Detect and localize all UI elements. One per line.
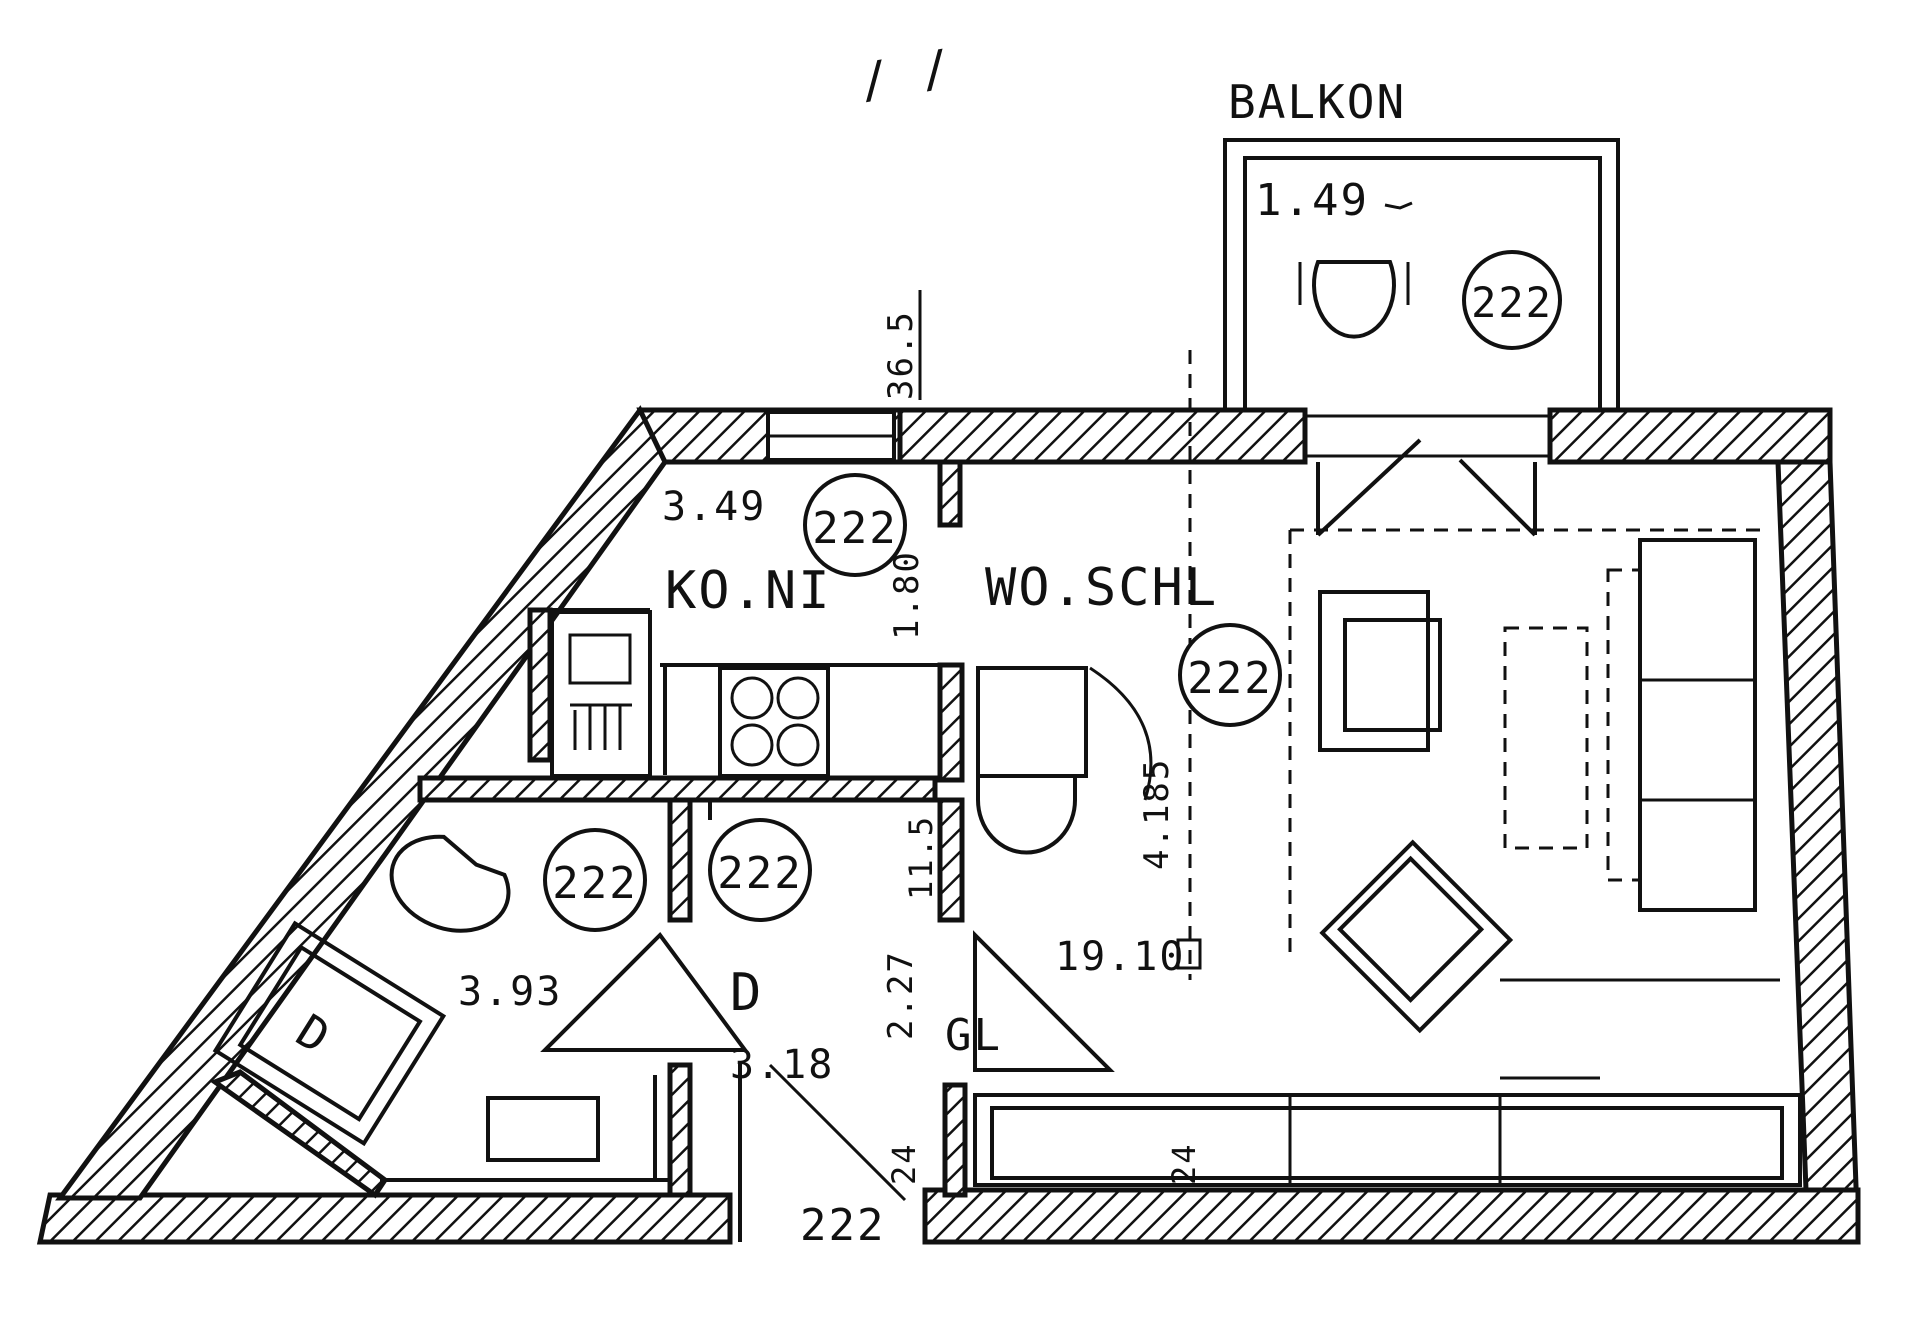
balcony-chair [1312, 260, 1396, 339]
kitchen-title: KO.NI [665, 561, 832, 621]
wardrobe-left-icon [540, 931, 749, 1052]
stove-icon [730, 676, 820, 767]
svg-text:222: 222 [717, 848, 802, 899]
living-title: WO.SCHL [985, 558, 1218, 618]
hall-title: D [730, 963, 763, 1023]
svg-text:222: 222 [1471, 278, 1553, 327]
kitchen: 3.49 KO.NI 222 1.80 [550, 473, 940, 778]
hall: 222 11.5 D 3.18 GL 2.27 222 [540, 798, 1115, 1251]
living-room-code: 222 [1178, 623, 1282, 727]
kitchen-depth-dim: 1.80 [887, 550, 927, 640]
svg-text:222: 222 [812, 503, 897, 554]
scribble-mark: / / [855, 39, 956, 110]
sofa-icon [1606, 538, 1757, 912]
living-depth-dim: 4.185 [1137, 758, 1177, 870]
bath-area: 3.93 [458, 969, 562, 1015]
hall-width-dim: 2.27 [881, 950, 921, 1040]
svg-text:222: 222 [552, 858, 637, 909]
toilet-icon [389, 834, 511, 933]
kitchen-room-code: 222 [803, 473, 907, 577]
rotated-armchair-icon [1319, 839, 1514, 1034]
svg-text:D: D [287, 1004, 341, 1066]
hall-room-code: 222 [708, 818, 812, 922]
wall-top-dim: 36.5 [881, 310, 921, 400]
dish-drainer-icon [570, 703, 632, 750]
armchair-icon [1318, 590, 1442, 752]
balcony-area: 1.49 [1255, 175, 1369, 226]
wall-b-dim: 24 [1165, 1142, 1203, 1185]
bath-room-code: 222 [543, 828, 647, 932]
sink-icon [568, 633, 632, 685]
entry-dim: 222 [800, 1200, 885, 1251]
living-area: 19.10 [1055, 934, 1185, 980]
partition-dim: 11.5 [902, 815, 940, 900]
kitchen-area: 3.49 [662, 484, 766, 530]
wardrobe-icon [973, 1076, 1802, 1187]
wardrobe-right-icon [973, 930, 1115, 1072]
gl-label: GL [945, 1010, 1002, 1061]
bed-icon [976, 666, 1153, 855]
living-room: WO.SCHL 222 4.185 19.10 [973, 350, 1802, 1187]
exterior-walls [36, 405, 1861, 1245]
balcony-title: BALKON [1228, 75, 1406, 129]
wall-a-dim: 24 [885, 1142, 923, 1185]
balcony: BALKON 1.49 [1223, 75, 1620, 410]
coffee-table [1503, 626, 1589, 850]
hall-area: 3.18 [730, 1042, 834, 1088]
interior-walls [209, 459, 968, 1199]
balcony-room-code: 222 [1462, 250, 1562, 350]
svg-text:222: 222 [1187, 653, 1272, 704]
dimensions: 36.5 24 24 [881, 290, 1203, 1185]
bath-sink-icon [486, 1096, 600, 1162]
